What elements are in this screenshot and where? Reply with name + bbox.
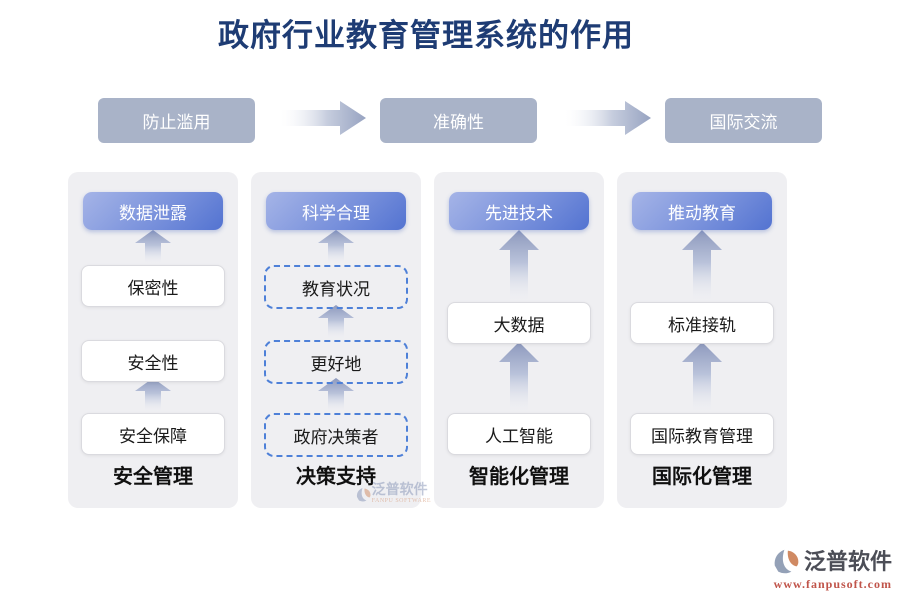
flow-step-prevent-abuse: 防止滥用 <box>98 98 255 143</box>
up-arrow-icon <box>682 230 722 302</box>
brand-row: 泛普软件 <box>773 548 892 576</box>
column-card-international: 推动教育 标准接轨 国际教育管理 国际化管理 <box>617 172 787 508</box>
column-footer-label: 安全管理 <box>113 466 193 488</box>
right-arrow-icon <box>565 101 651 135</box>
up-arrow-icon <box>318 378 354 412</box>
fanpu-logo-icon <box>774 549 799 574</box>
column-footer-label: 国际化管理 <box>652 466 752 488</box>
up-arrow-icon <box>318 305 354 339</box>
fanpu-logo-icon <box>356 487 371 501</box>
up-arrow-icon <box>135 378 171 412</box>
item-box-dashed: 政府决策者 <box>264 413 408 457</box>
watermark-text: 泛普软件 <box>371 483 428 498</box>
column-card-intelligent: 先进技术 大数据 人工智能 智能化管理 <box>434 172 604 508</box>
up-arrow-icon <box>499 230 539 302</box>
fanpu-watermark: 泛普软件 FANPU SOFTWARE <box>356 484 431 505</box>
column-card-security: 数据泄露 保密性 安全性 安全保障 安全管理 <box>68 172 238 508</box>
item-box: 国际教育管理 <box>630 413 774 455</box>
right-arrow-icon <box>280 101 366 135</box>
column-footer-label: 决策支持 <box>296 466 376 488</box>
up-arrow-icon <box>318 230 354 264</box>
item-box: 大数据 <box>447 302 591 344</box>
column-header: 先进技术 <box>449 192 589 230</box>
column-card-decision: 科学合理 教育状况 更好地 政府决策者 决策支持 泛普软件 FANPU SOFT… <box>251 172 430 508</box>
item-box: 人工智能 <box>447 413 591 455</box>
flow-step-international-exchange: 国际交流 <box>665 98 822 143</box>
item-box-dashed: 更好地 <box>264 340 408 384</box>
watermark-subtext: FANPU SOFTWARE <box>371 498 431 504</box>
column-header: 科学合理 <box>266 192 406 230</box>
fanpu-brand: 泛普软件 www.fanpusoft.com <box>773 548 892 592</box>
up-arrow-icon <box>499 342 539 413</box>
page-title: 政府行业教育管理系统的作用 <box>218 18 634 53</box>
flow-step-label: 国际交流 <box>709 113 778 132</box>
flow-step-label: 防止滥用 <box>142 113 211 132</box>
column-header: 推动教育 <box>632 192 772 230</box>
item-box-dashed: 教育状况 <box>264 265 408 309</box>
up-arrow-icon <box>682 342 722 413</box>
brand-url: www.fanpusoft.com <box>773 577 892 591</box>
brand-name: 泛普软件 <box>803 549 892 574</box>
item-box: 保密性 <box>81 265 225 307</box>
item-box: 标准接轨 <box>630 302 774 344</box>
item-box: 安全保障 <box>81 413 225 455</box>
column-header: 数据泄露 <box>83 192 223 230</box>
column-footer-label: 智能化管理 <box>469 466 569 488</box>
item-box: 安全性 <box>81 340 225 382</box>
flow-step-label: 准确性 <box>433 113 484 132</box>
flow-step-accuracy: 准确性 <box>380 98 537 143</box>
up-arrow-icon <box>135 230 171 264</box>
